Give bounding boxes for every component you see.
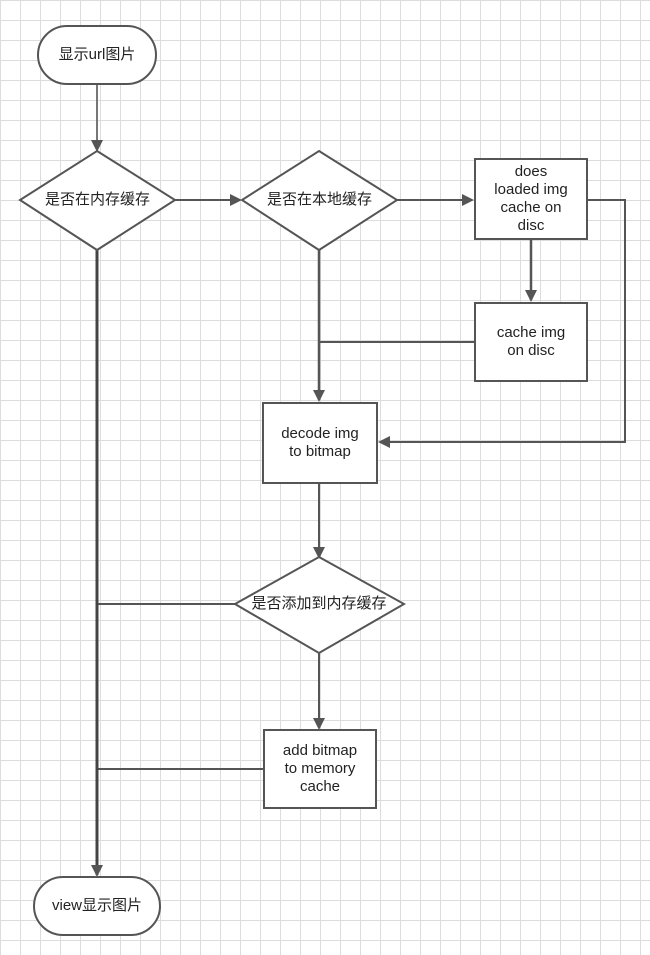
- arrow-does-loaded-to-decode: [378, 199, 626, 448]
- decision-local-check-shape: [240, 149, 399, 252]
- decision-memory-check-label: 是否在内存缓存: [44, 191, 150, 208]
- decision-add-check-shape: [232, 555, 407, 655]
- process-does-loaded-node: does loaded img cache on disc: [474, 158, 588, 240]
- end-node: view显示图片: [33, 876, 161, 936]
- start-node-label: 显示url图片: [58, 46, 136, 63]
- decision-local-check-label: 是否在本地缓存: [266, 191, 372, 208]
- process-decode-node: decode img to bitmap: [262, 402, 378, 484]
- process-cache-disc-node: cache img on disc: [474, 302, 588, 382]
- process-add-memory-label: add bitmap to memory cache: [282, 742, 358, 795]
- process-does-loaded-label: does loaded img cache on disc: [494, 163, 568, 234]
- process-add-memory-node: add bitmap to memory cache: [263, 729, 377, 809]
- end-node-label: view显示图片: [51, 897, 142, 914]
- process-cache-disc-label: cache img on disc: [496, 324, 566, 359]
- decision-memory-check-shape: [18, 149, 177, 252]
- start-node: 显示url图片: [37, 25, 157, 85]
- process-decode-label: decode img to bitmap: [281, 425, 359, 460]
- decision-add-check-label: 是否添加到内存缓存: [251, 595, 387, 612]
